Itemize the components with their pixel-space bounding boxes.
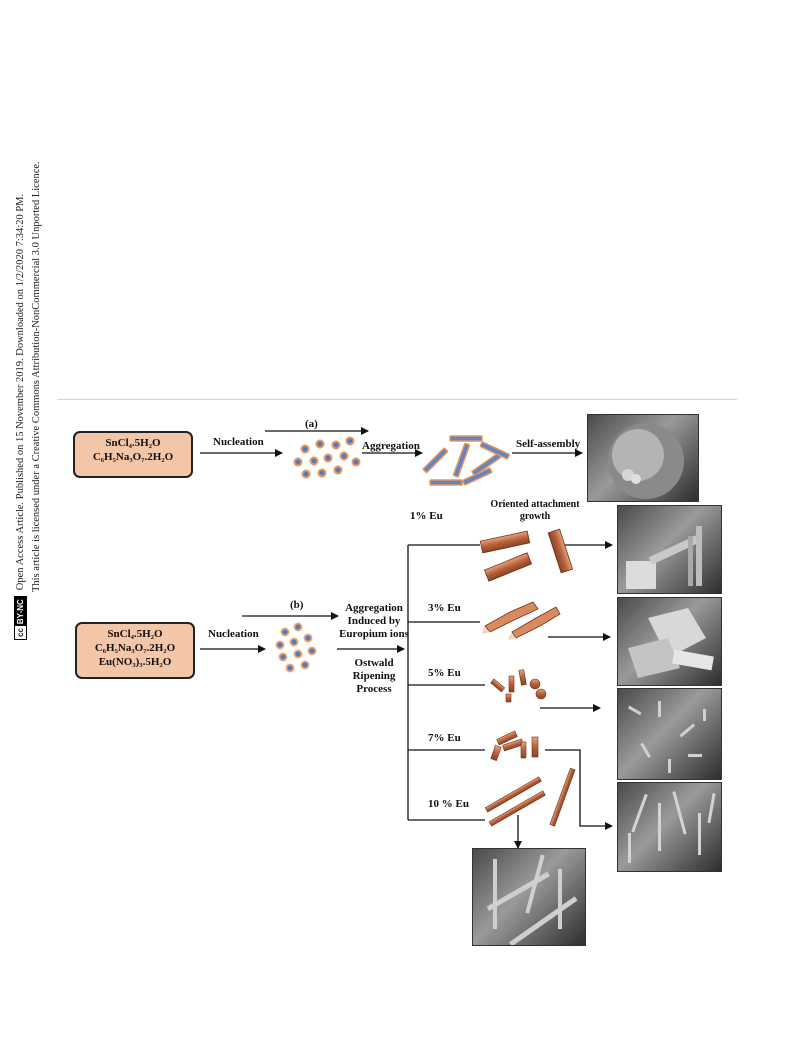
rods-1eu — [479, 528, 574, 582]
ostwald-ripening-label: Ostwald Ripening Process — [352, 657, 396, 695]
sem-image-a — [587, 414, 699, 502]
step-selfassembly-a: Self-assembly — [516, 438, 581, 450]
rods-10eu — [484, 767, 576, 827]
step-nucleation-a: Nucleation — [213, 436, 264, 448]
step-nucleation-b: Nucleation — [208, 628, 259, 640]
panel-b-label: (b) — [290, 599, 304, 611]
branch-label-1eu: 1% Eu — [410, 510, 443, 522]
nuclei-b — [275, 622, 317, 673]
branch-label-5eu: 5% Eu — [428, 667, 461, 679]
rods-3eu — [482, 601, 561, 640]
oriented-attachment-label: Oriented attachment growth — [490, 499, 580, 522]
rods-5eu — [490, 669, 547, 703]
step-aggregation-a: Aggregation — [362, 440, 420, 452]
reagent-box-a: SnCl₄.5H₂O C₆H₅Na₃O₇.2H₂O — [73, 431, 193, 478]
arrow-7eu — [545, 749, 613, 830]
sem-image-5eu — [617, 688, 722, 780]
sem-image-3eu — [617, 597, 722, 686]
sem-image-10eu — [472, 848, 586, 946]
sem-image-7eu — [617, 782, 722, 872]
panel-a-label: (a) — [305, 418, 318, 430]
branch-label-3eu: 3% Eu — [428, 602, 461, 614]
aggregation-europium-label: Aggregation Induced by Europium ions — [339, 602, 409, 640]
branch-label-10eu: 10 % Eu — [428, 798, 469, 810]
nuclei-a — [293, 436, 361, 479]
rods-a — [422, 435, 510, 486]
branch-label-7eu: 7% Eu — [428, 732, 461, 744]
rods-7eu — [490, 730, 539, 761]
reagent-box-b: SnCl₄.5H₂O C₆H₅Na₃O₇.2H₂O Eu(NO₃)₃.5H₂O — [75, 622, 195, 679]
sem-image-1eu — [617, 505, 722, 594]
divider — [57, 399, 737, 400]
